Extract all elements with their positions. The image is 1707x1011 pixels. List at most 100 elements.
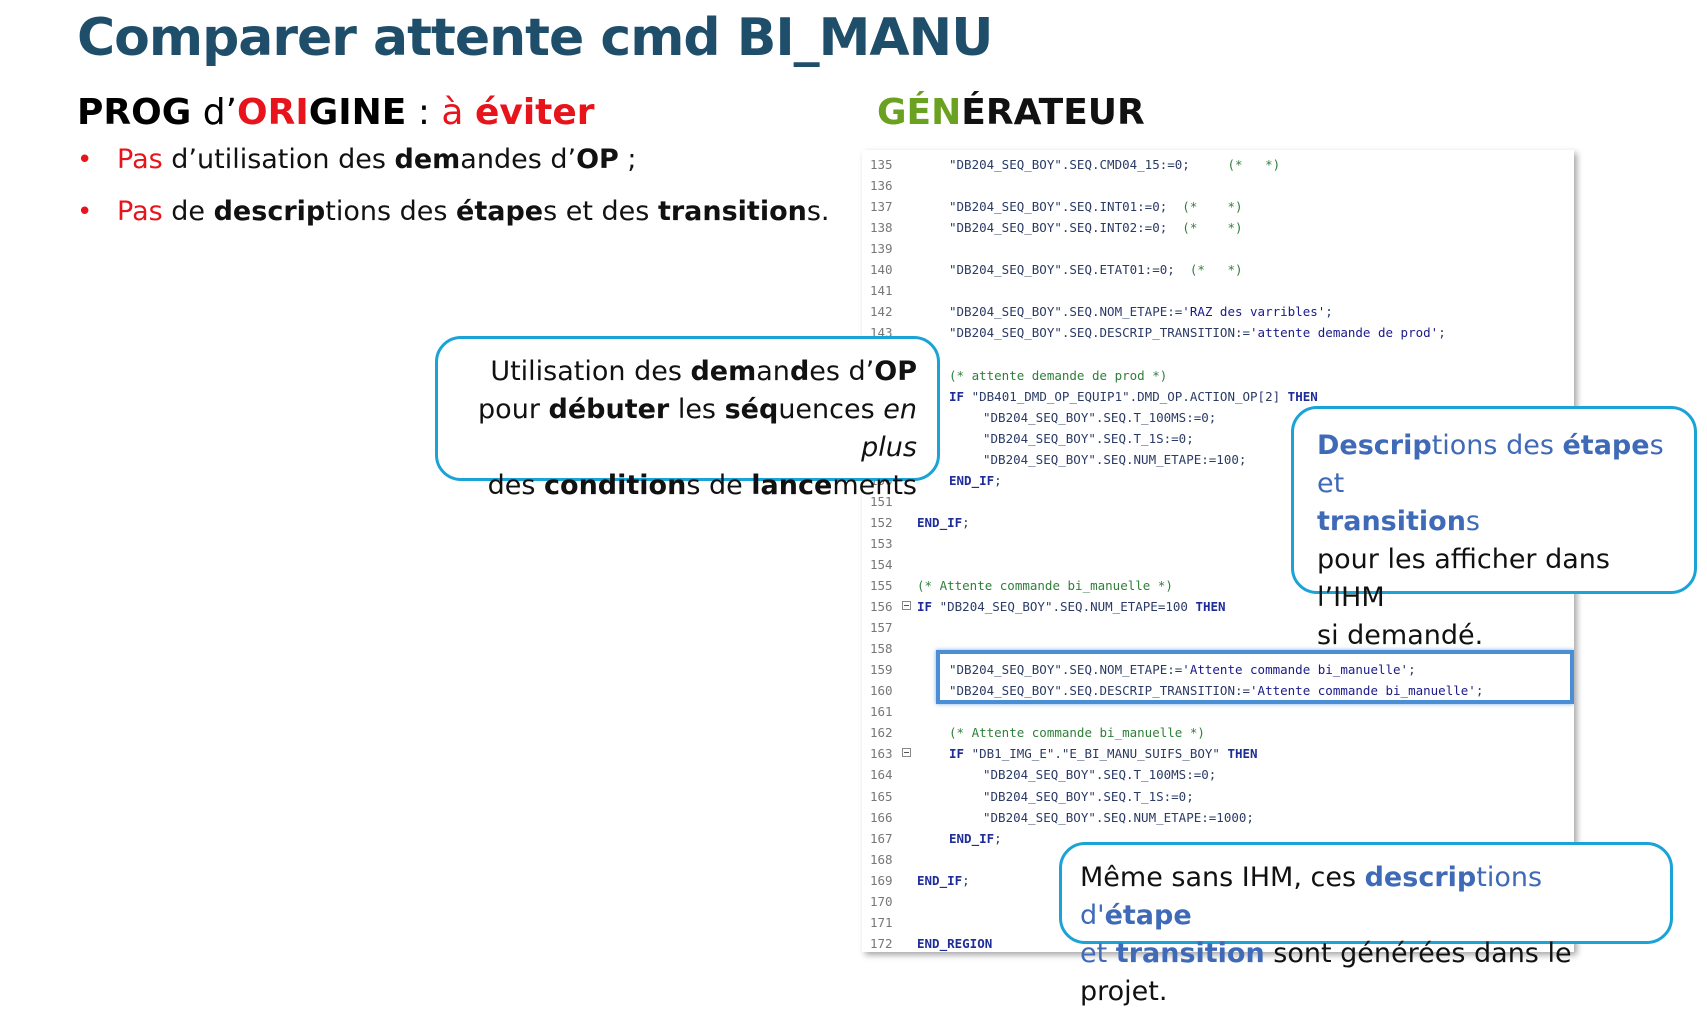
callout-text: des bbox=[487, 470, 545, 501]
heading-part: ORI bbox=[237, 92, 309, 133]
code-line: 135"DB204_SEQ_BOY".SEQ.CMD04_15:=0; (* *… bbox=[862, 154, 1574, 175]
code-line: 144 bbox=[862, 343, 1574, 364]
callout-line: Même sans IHM, ces descriptions d'étape bbox=[1080, 859, 1652, 935]
code-line: 158 bbox=[862, 638, 1574, 659]
line-number: 153 bbox=[870, 535, 893, 551]
bullet-text: OP bbox=[576, 144, 619, 175]
bullet-text: de bbox=[162, 196, 214, 227]
bullet-dot-icon: • bbox=[77, 145, 93, 175]
callout-line: et transition sont générées dans le proj… bbox=[1080, 935, 1652, 1011]
callout-text: s de bbox=[686, 470, 752, 501]
bullet-list: • Pas d’utilisation des demandes d’OP ; … bbox=[77, 142, 830, 246]
line-number: 170 bbox=[870, 893, 893, 909]
line-number: 159 bbox=[870, 662, 893, 678]
line-number: 157 bbox=[870, 620, 893, 636]
callout-text: Même sans IHM, ces bbox=[1080, 862, 1365, 893]
line-number: 141 bbox=[870, 283, 893, 299]
left-heading: PROG d’ORIGINE : à éviter bbox=[77, 92, 595, 133]
callout-line: transitions bbox=[1317, 503, 1676, 541]
heading-part bbox=[463, 92, 474, 133]
callout-line: des conditions de lancements bbox=[458, 467, 917, 505]
code-text: END_IF; bbox=[949, 830, 1002, 846]
code-line: 170 bbox=[862, 891, 1574, 912]
code-line: 145(* attente demande de prod *) bbox=[862, 365, 1574, 386]
code-text: "DB204_SEQ_BOY".SEQ.T_1S:=0; bbox=[983, 430, 1194, 446]
code-text: "DB204_SEQ_BOY".SEQ.INT02:=0; (* *) bbox=[949, 220, 1243, 236]
callout-text: OP bbox=[874, 356, 917, 387]
code-text: (* attente demande de prod *) bbox=[949, 367, 1168, 383]
line-number: 166 bbox=[870, 809, 893, 825]
bullet-text: s. bbox=[806, 196, 830, 227]
callout-line: Descriptions des étapes et bbox=[1317, 427, 1676, 503]
callout-text: ments bbox=[832, 470, 917, 501]
code-line: 159"DB204_SEQ_BOY".SEQ.NOM_ETAPE:='Atten… bbox=[862, 659, 1574, 680]
fold-toggle-icon[interactable] bbox=[902, 748, 911, 758]
line-number: 158 bbox=[870, 641, 893, 657]
line-number: 136 bbox=[870, 178, 893, 194]
callout-text: débuter bbox=[548, 394, 670, 425]
code-text: "DB204_SEQ_BOY".SEQ.DESCRIP_TRANSITION:=… bbox=[949, 683, 1484, 699]
code-line: 157 bbox=[862, 617, 1574, 638]
code-text: END_IF; bbox=[949, 472, 1002, 488]
code-line: 139 bbox=[862, 238, 1574, 259]
bullet-text: Pas bbox=[117, 144, 163, 175]
callout-text: séq bbox=[724, 394, 779, 425]
code-line: 169 END_IF; bbox=[862, 870, 1574, 891]
line-number: 155 bbox=[870, 578, 893, 593]
line-number: 137 bbox=[870, 199, 893, 215]
line-number: 152 bbox=[870, 514, 893, 530]
callout-text: d bbox=[789, 356, 810, 387]
line-number: 160 bbox=[870, 683, 893, 699]
callout-text: transition bbox=[1317, 506, 1466, 537]
code-line: 161 bbox=[862, 701, 1574, 722]
code-text: END_REGION bbox=[917, 935, 993, 951]
callout-descriptions: Descriptions des étapes et transitions p… bbox=[1291, 406, 1697, 651]
bullet-item: • Pas de descriptions des étapes et des … bbox=[77, 194, 830, 246]
callout-text: tions des bbox=[1431, 430, 1563, 461]
line-number: 162 bbox=[870, 725, 893, 741]
code-text: "DB204_SEQ_BOY".SEQ.DESCRIP_TRANSITION:=… bbox=[949, 325, 1446, 341]
highlight-box bbox=[936, 650, 1574, 704]
code-line: 146IF "DB401_DMD_OP_EQUIP1".DMD_OP.ACTIO… bbox=[862, 386, 1574, 407]
code-text: "DB204_SEQ_BOY".SEQ.NOM_ETAPE:='RAZ des … bbox=[949, 304, 1333, 320]
code-text: "DB204_SEQ_BOY".SEQ.T_100MS:=0; bbox=[983, 409, 1217, 425]
code-text: "DB204_SEQ_BOY".SEQ.INT01:=0; (* *) bbox=[949, 199, 1243, 215]
callout-generated: Même sans IHM, ces descriptions d'étape … bbox=[1059, 842, 1673, 1007]
heading-part: GINE bbox=[308, 92, 407, 133]
code-line: 154 bbox=[862, 554, 1574, 575]
line-number: 167 bbox=[870, 830, 893, 846]
bullet-text: s et des bbox=[543, 196, 658, 227]
callout-text: s bbox=[1465, 506, 1480, 537]
heading-part: ÉRATEUR bbox=[961, 92, 1145, 133]
callout-text: tions d' bbox=[1080, 862, 1543, 931]
bullet-text: descrip bbox=[213, 196, 326, 227]
code-text: IF "DB204_SEQ_BOY".SEQ.NUM_ETAPE=100 THE… bbox=[917, 599, 1226, 615]
bullet-text: and bbox=[460, 144, 512, 175]
callout-line: si demandé. bbox=[1317, 620, 1484, 651]
code-text: "DB204_SEQ_BOY".SEQ.T_100MS:=0; bbox=[983, 767, 1217, 783]
heading-part: à bbox=[441, 92, 464, 133]
code-line: 143"DB204_SEQ_BOY".SEQ.DESCRIP_TRANSITIO… bbox=[862, 322, 1574, 343]
fold-toggle-icon[interactable] bbox=[902, 601, 911, 611]
code-text: IF "DB401_DMD_OP_EQUIP1".DMD_OP.ACTION_O… bbox=[949, 388, 1318, 404]
code-line: 155(* Attente commande bi_manuelle *) bbox=[862, 575, 1574, 596]
heading-part: éviter bbox=[474, 92, 595, 133]
code-line: 151 bbox=[862, 491, 1574, 512]
callout-line: Utilisation des demandes d’OP bbox=[458, 353, 917, 391]
callout-text: étape bbox=[1104, 900, 1192, 931]
code-line: 165"DB204_SEQ_BOY".SEQ.T_1S:=0; bbox=[862, 786, 1574, 807]
line-number: 169 bbox=[870, 872, 893, 888]
bullet-text: Pas bbox=[117, 196, 163, 227]
bullet-text: tions des bbox=[325, 196, 457, 227]
line-number: 135 bbox=[870, 157, 893, 172]
code-line: 140"DB204_SEQ_BOY".SEQ.ETAT01:=0; (* *) bbox=[862, 259, 1574, 280]
callout-text: es d’ bbox=[809, 356, 875, 387]
code-text: END_IF; bbox=[917, 872, 970, 888]
code-line: 137 "DB204_SEQ_BOY".SEQ.INT01:=0; (* *) bbox=[862, 196, 1574, 217]
callout-text: les bbox=[669, 394, 725, 425]
callout-text: lance bbox=[751, 470, 833, 501]
code-line: 167 END_IF; bbox=[862, 828, 1574, 849]
line-number: 140 bbox=[870, 262, 893, 278]
line-number: 151 bbox=[870, 493, 893, 509]
